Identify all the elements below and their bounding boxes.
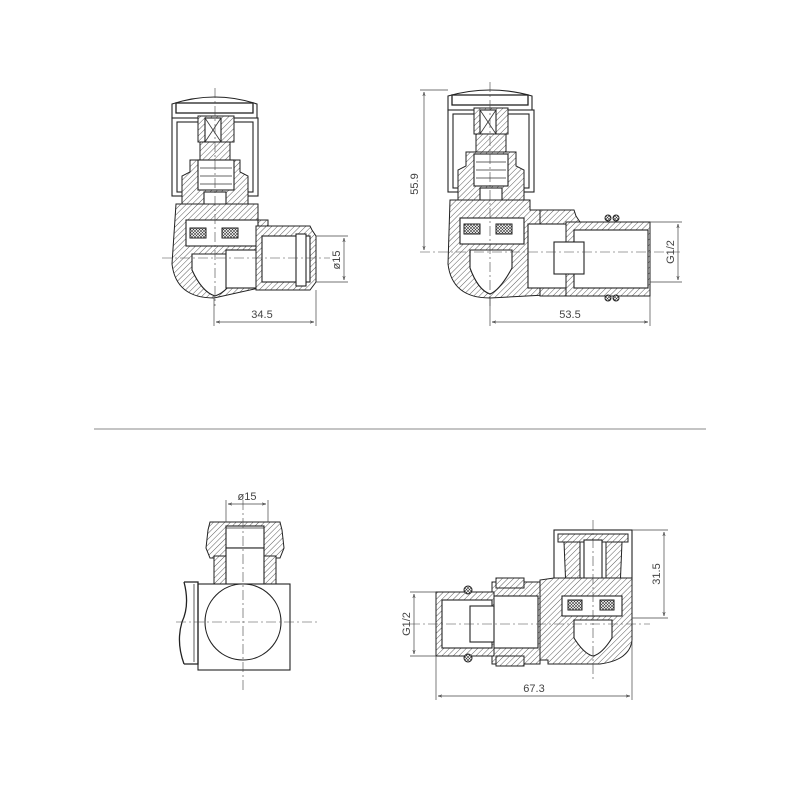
- dimension-label-height: 31.5: [651, 563, 663, 584]
- dimension-label-height: 55.9: [409, 173, 421, 194]
- view-bottom-right: G1/2 31.5 67.3: [401, 520, 668, 700]
- dimension-label-diameter: ø15: [331, 251, 343, 270]
- dimension-label-diameter: ø15: [238, 491, 257, 503]
- dimension-label-width: 67.3: [523, 683, 544, 695]
- dimension-label-width: 53.5: [559, 309, 580, 321]
- view-top-right: 55.9 G1/2 53.5: [409, 82, 682, 326]
- dimension-label-thread: G1/2: [401, 612, 413, 636]
- view-top-left: ø15 34.5: [162, 88, 348, 326]
- dimension-label-thread: G1/2: [665, 240, 677, 264]
- view-bottom-left: ø15: [176, 491, 318, 690]
- dimension-label-width: 34.5: [251, 309, 272, 321]
